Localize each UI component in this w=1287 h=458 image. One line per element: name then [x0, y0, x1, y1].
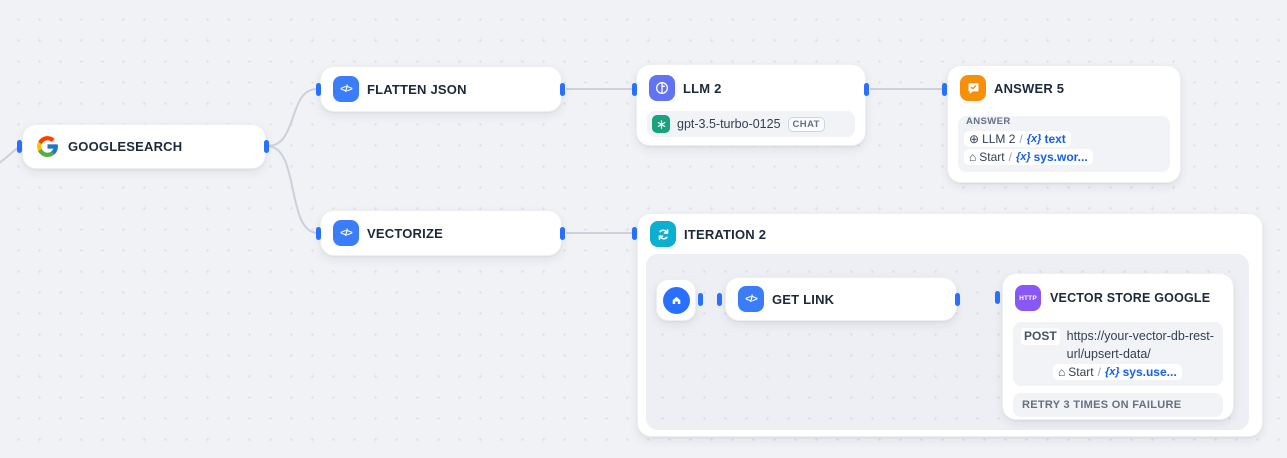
chip-variable-name: text	[1044, 132, 1066, 146]
node-title-answer-5: ANSWER 5	[994, 80, 1065, 96]
model-mode-badge: CHAT	[787, 116, 825, 132]
home-icon	[662, 286, 690, 314]
handle-llm2-out[interactable]	[864, 83, 869, 96]
code-icon: </>	[738, 286, 764, 312]
node-title-iteration-2: ITERATION 2	[684, 226, 767, 242]
model-name: gpt-3.5-turbo-0125	[677, 117, 781, 131]
llm-icon	[649, 75, 675, 101]
answer-icon	[960, 75, 986, 101]
node-flatten-json[interactable]: </> FLATTEN JSON	[320, 66, 562, 112]
handle-vectorize-out[interactable]	[560, 227, 565, 240]
chip-variable-name: sys.use...	[1122, 365, 1177, 379]
handle-getlink-out[interactable]	[955, 293, 960, 306]
variable-x-icon: {x}	[1026, 133, 1042, 145]
handle-vectorize-in[interactable]	[316, 227, 321, 240]
handle-googlesearch-out[interactable]	[264, 140, 269, 153]
node-answer-5[interactable]: ANSWER 5 ANSWER ⊕ LLM 2 / {x} text ⌂ Sta…	[947, 65, 1181, 183]
home-mini-icon: ⌂	[1058, 365, 1066, 379]
model-selector[interactable]: gpt-3.5-turbo-0125 CHAT	[647, 111, 855, 137]
node-googlesearch[interactable]: GOOGLESEARCH	[22, 124, 266, 169]
variable-chip[interactable]: ⌂ Start / {x} sys.use...	[1053, 364, 1182, 380]
node-title-vectorize: VECTORIZE	[367, 225, 443, 241]
edge-googlesearch-flattenjson[interactable]	[267, 88, 318, 147]
http-icon: HTTP	[1015, 285, 1041, 311]
http-url: https://your-vector-db-rest-url/upsert-d…	[1066, 329, 1214, 361]
handle-vectorstore-in[interactable]	[995, 291, 1000, 304]
chip-source: Start	[979, 150, 1005, 164]
http-request-panel: POST https://your-vector-db-rest-url/ups…	[1013, 322, 1223, 386]
code-glyph: </>	[340, 83, 353, 95]
http-icon-label: HTTP	[1019, 294, 1037, 302]
chip-source: LLM 2	[982, 132, 1016, 146]
node-iteration-start[interactable]	[656, 279, 696, 321]
node-title-vector-store-google: VECTOR STORE GOOGLE	[1050, 291, 1211, 305]
node-title-flatten-json: FLATTEN JSON	[367, 81, 467, 97]
answer-panel: ANSWER ⊕ LLM 2 / {x} text ⌂ Start / {x} …	[958, 116, 1170, 172]
code-icon: </>	[333, 76, 359, 102]
code-glyph: </>	[340, 227, 353, 239]
node-vector-store-google[interactable]: HTTP VECTOR STORE GOOGLE POST https://yo…	[1002, 273, 1234, 420]
code-glyph: </>	[745, 293, 758, 305]
retry-config-bar: RETRY 3 TIMES ON FAILURE	[1013, 393, 1223, 417]
variable-chip[interactable]: ⊕ LLM 2 / {x} text	[964, 131, 1071, 147]
handle-llm2-in[interactable]	[632, 83, 637, 96]
node-llm-2[interactable]: LLM 2 gpt-3.5-turbo-0125 CHAT	[636, 64, 866, 146]
handle-iterationstart-out[interactable]	[698, 293, 703, 306]
openai-icon	[652, 115, 670, 133]
chip-source: Start	[1068, 365, 1094, 379]
node-title-llm-2: LLM 2	[683, 80, 722, 96]
handle-flattenjson-in[interactable]	[316, 83, 321, 96]
variable-x-icon: {x}	[1015, 151, 1031, 163]
chip-separator: /	[1019, 132, 1023, 146]
variable-x-icon: {x}	[1104, 366, 1120, 378]
answer-panel-label: ANSWER	[966, 116, 1011, 127]
edge-googlesearch-vectorize[interactable]	[267, 145, 318, 234]
handle-iteration2-in[interactable]	[632, 227, 637, 240]
handle-flattenjson-out[interactable]	[560, 83, 565, 96]
llm-mini-icon: ⊕	[969, 132, 980, 146]
handle-getlink-in[interactable]	[717, 293, 722, 306]
node-vectorize[interactable]: </> VECTORIZE	[320, 210, 562, 256]
google-logo-icon	[35, 134, 60, 159]
http-method-label: POST	[1021, 328, 1060, 345]
handle-googlesearch-in[interactable]	[17, 140, 22, 153]
code-icon: </>	[333, 220, 359, 246]
variable-chip[interactable]: ⌂ Start / {x} sys.wor...	[964, 149, 1093, 165]
chip-separator: /	[1008, 150, 1012, 164]
chip-separator: /	[1097, 365, 1101, 379]
node-title-googlesearch: GOOGLESEARCH	[68, 139, 183, 154]
handle-answer5-in[interactable]	[942, 83, 947, 96]
node-title-get-link: GET LINK	[772, 291, 835, 307]
home-mini-icon: ⌂	[969, 150, 977, 164]
node-get-link[interactable]: </> GET LINK	[725, 277, 957, 321]
iteration-icon	[650, 221, 676, 247]
chip-variable-name: sys.wor...	[1033, 150, 1088, 164]
